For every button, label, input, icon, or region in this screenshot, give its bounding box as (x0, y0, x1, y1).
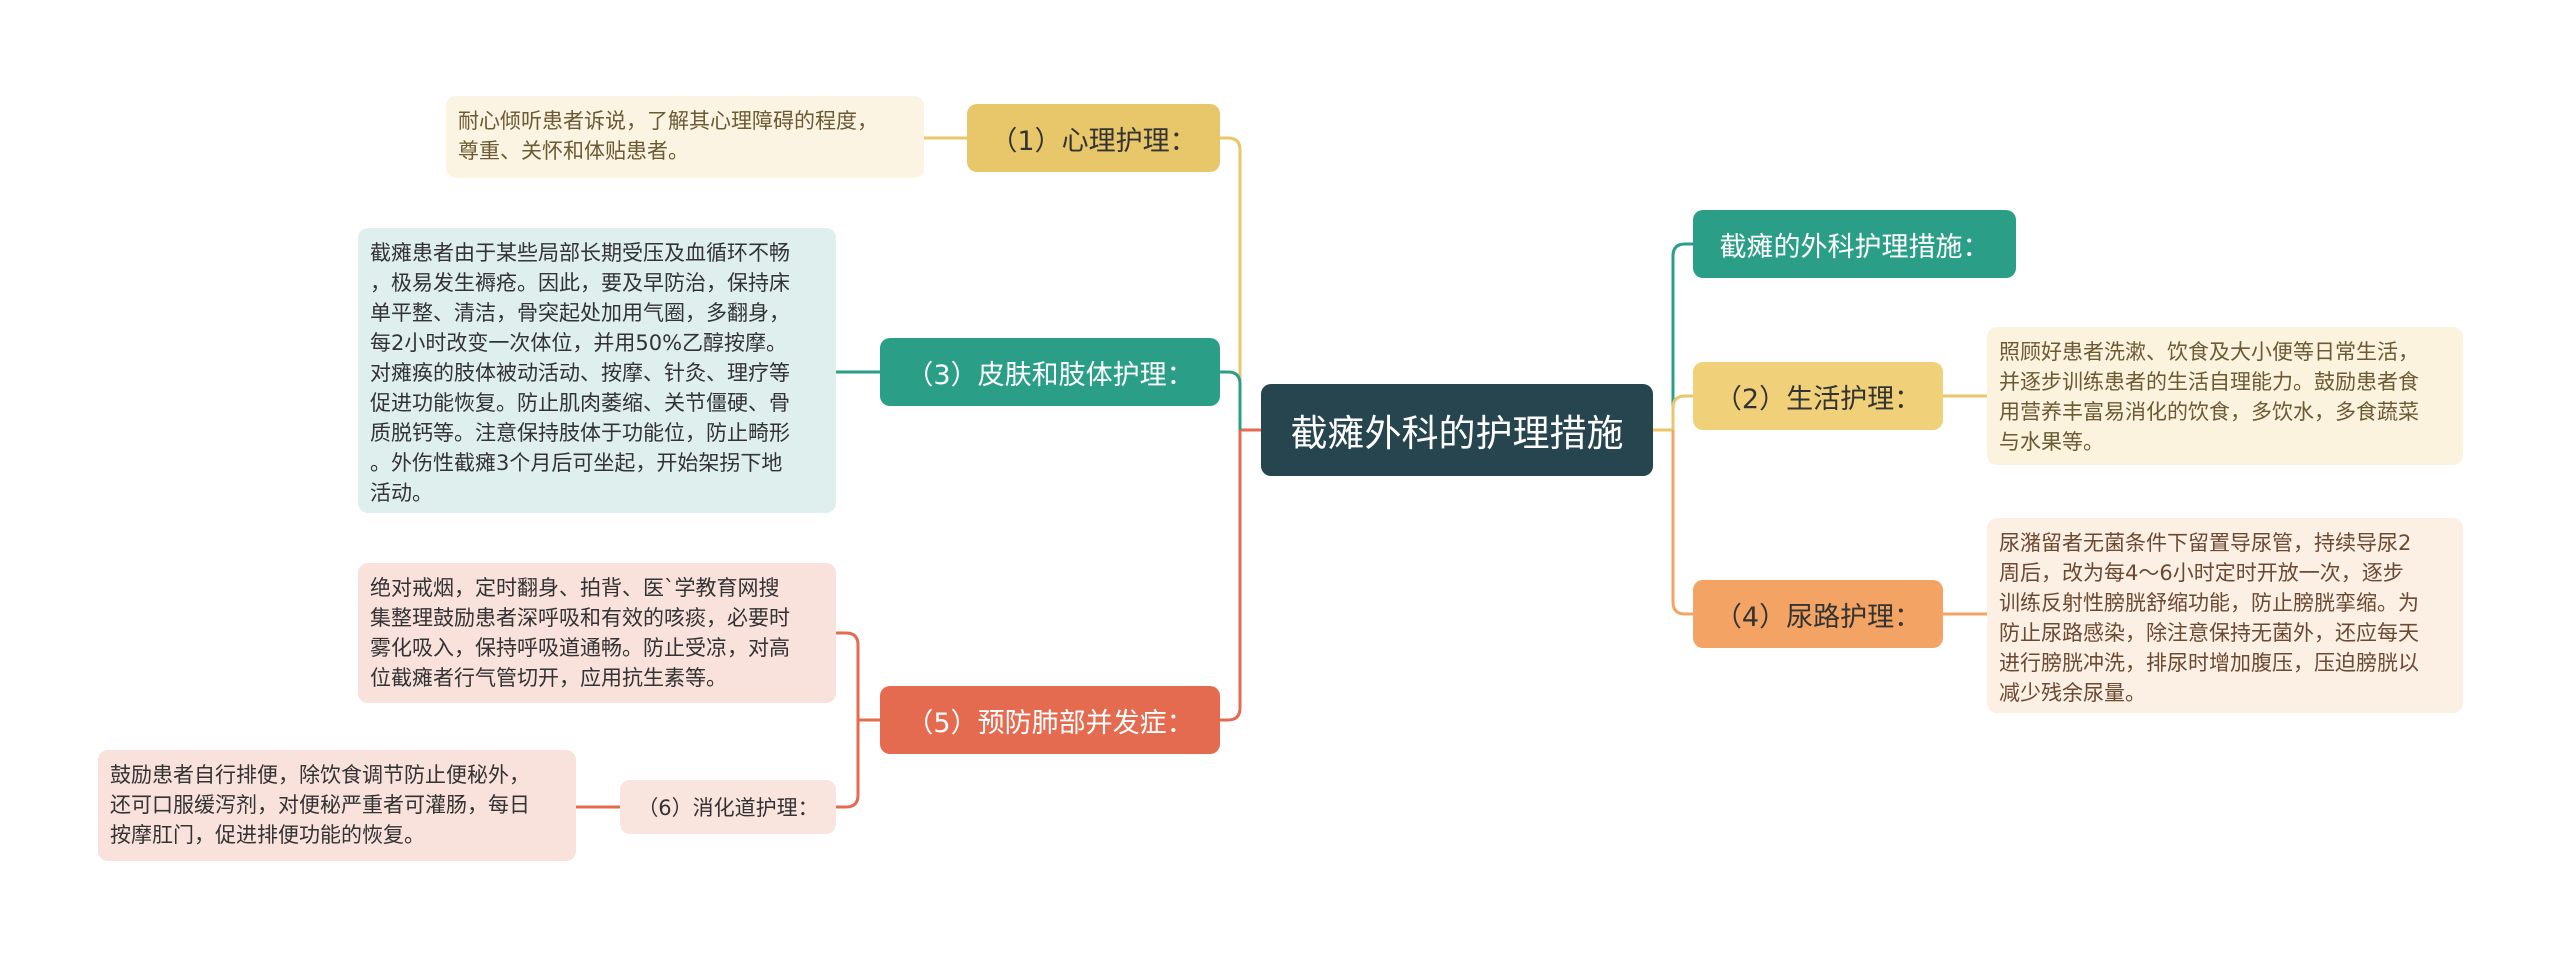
topic-psychological-care[interactable]: （1）心理护理： (967, 104, 1220, 172)
note-line: 还可口服缓泻剂，对便秘严重者可灌肠，每日 (110, 793, 530, 817)
note-line: 位截瘫者行气管切开，应用抗生素等。 (370, 666, 727, 690)
topic-skin-limb-care[interactable]: （3）皮肤和肢体护理： (880, 338, 1220, 406)
note-line: 周后，改为每4～6小时定时开放一次，逐步 (1999, 561, 2404, 585)
note-line: 对瘫痪的肢体被动活动、按摩、针灸、理疗等 (370, 361, 790, 385)
link-to-m0 (1671, 242, 1693, 430)
note-line: 尊重、关怀和体贴患者。 (458, 139, 689, 163)
note-line: 。外伤性截瘫3个月后可坐起，开始架拐下地 (370, 451, 783, 475)
note-line: 质脱钙等。注意保持肢体于功能位，防止畸形 (370, 421, 790, 445)
topic-daily-life-care[interactable]: （2）生活护理： (1693, 362, 1943, 430)
note-line: 训练反射性膀胱舒缩功能，防止膀胱挛缩。为 (1999, 591, 2419, 615)
note-line: 鼓励患者自行排便，除饮食调节防止便秘外， (110, 763, 530, 787)
note-line: 耐心倾听患者诉说，了解其心理障碍的程度， (458, 109, 878, 133)
note-line: 防止尿路感染，除注意保持无菌外，还应每天 (1999, 621, 2419, 645)
link-to-n1 (1220, 136, 1242, 430)
link-n5-n6 (836, 720, 860, 809)
note-skin-limb-care: 截瘫患者由于某些局部长期受压及血循环不畅 ，极易发生褥疮。因此，要及早防治，保持… (358, 228, 836, 513)
note-line: 活动。 (370, 481, 433, 505)
note-line: 集整理鼓励患者深呼吸和有效的咳痰，必要时 (370, 606, 790, 630)
note-line: 与水果等。 (1999, 430, 2104, 454)
topic-surgical-care-measures[interactable]: 截瘫的外科护理措施： (1693, 210, 2016, 278)
note-urinary-care: 尿潴留者无菌条件下留置导尿管，持续导尿2 周后，改为每4～6小时定时开放一次，逐… (1987, 518, 2463, 713)
note-daily-life-care: 照顾好患者洗漱、饮食及大小便等日常生活， 并逐步训练患者的生活自理能力。鼓励患者… (1987, 327, 2463, 465)
note-line: 进行膀胱冲洗，排尿时增加腹压，压迫膀胱以 (1999, 651, 2419, 675)
note-line: 单平整、清洁，骨突起处加用气圈，多翻身， (370, 301, 790, 325)
link-to-n4 (1671, 430, 1693, 616)
note-lung-complication-prevention: 绝对戒烟，定时翻身、拍背、医`学教育网搜 集整理鼓励患者深呼吸和有效的咳痰，必要… (358, 563, 836, 703)
note-line: 用营养丰富易消化的饮食，多饮水，多食蔬菜 (1999, 400, 2419, 424)
link-to-n2 (1671, 394, 1693, 430)
note-line: 雾化吸入，保持呼吸道通畅。防止受凉，对高 (370, 636, 790, 660)
topic-digestive-care[interactable]: （6）消化道护理： (620, 780, 836, 834)
link-to-n5 (1220, 430, 1242, 722)
note-line: 并逐步训练患者的生活自理能力。鼓励患者食 (1999, 370, 2419, 394)
link-n5-leaf (836, 631, 880, 722)
root-topic[interactable]: 截瘫外科的护理措施 (1261, 384, 1653, 476)
note-line: 减少残余尿量。 (1999, 681, 2146, 705)
note-line: 绝对戒烟，定时翻身、拍背、医`学教育网搜 (370, 576, 780, 600)
note-line: 每2小时改变一次体位，并用50%乙醇按摩。 (370, 331, 788, 355)
link-to-n3 (1220, 370, 1242, 430)
topic-urinary-care[interactable]: （4）尿路护理： (1693, 580, 1943, 648)
note-line: ，极易发生褥疮。因此，要及早防治，保持床 (370, 271, 790, 295)
topic-lung-complication-prevention[interactable]: （5）预防肺部并发症： (880, 686, 1220, 754)
note-line: 截瘫患者由于某些局部长期受压及血循环不畅 (370, 241, 790, 265)
note-psychological-care: 耐心倾听患者诉说，了解其心理障碍的程度， 尊重、关怀和体贴患者。 (446, 96, 924, 178)
note-digestive-care: 鼓励患者自行排便，除饮食调节防止便秘外， 还可口服缓泻剂，对便秘严重者可灌肠，每… (98, 750, 576, 861)
note-line: 促进功能恢复。防止肌肉萎缩、关节僵硬、骨 (370, 391, 790, 415)
note-line: 按摩肛门，促进排便功能的恢复。 (110, 823, 425, 847)
note-line: 照顾好患者洗漱、饮食及大小便等日常生活， (1999, 340, 2419, 364)
note-line: 尿潴留者无菌条件下留置导尿管，持续导尿2 (1999, 531, 2412, 555)
